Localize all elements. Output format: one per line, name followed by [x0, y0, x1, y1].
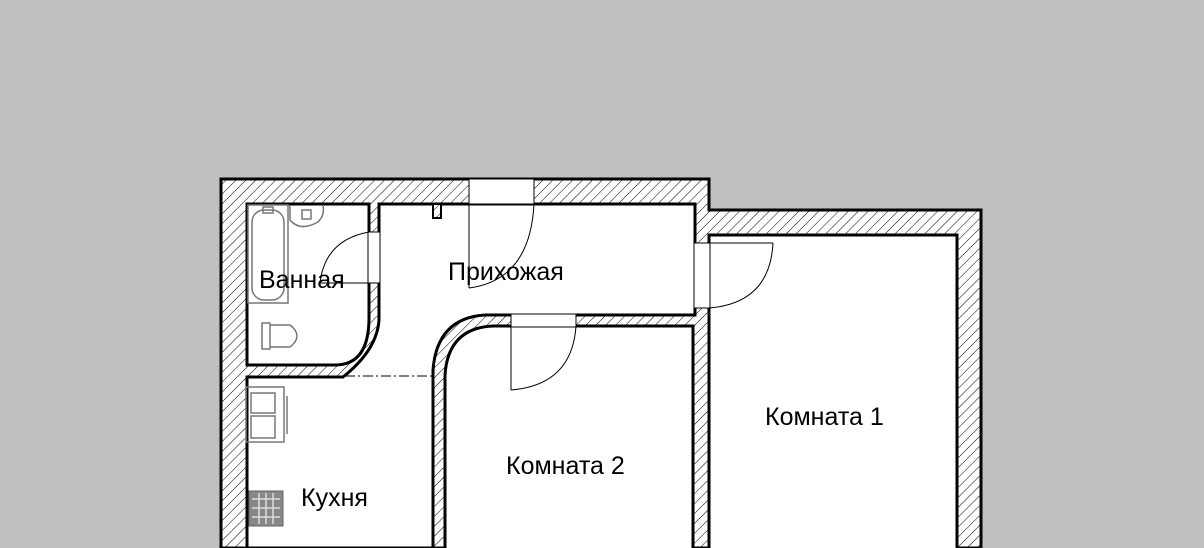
- sink-icon: [289, 204, 325, 228]
- entrance-door-opening: [468, 178, 535, 205]
- room-label-room2: Комната 2: [506, 452, 625, 480]
- room2-door-swing: [510, 325, 577, 391]
- bathtub-icon: [247, 204, 289, 304]
- room1-floor: [707, 233, 959, 548]
- stove-icon: [248, 490, 284, 527]
- room1-door-swing: [708, 242, 774, 309]
- entrance-door-swing: [468, 203, 535, 289]
- room-label-room1: Комната 1: [765, 403, 884, 431]
- room1-door-opening: [693, 242, 711, 309]
- bathroom-door-opening: [367, 231, 381, 284]
- wall-stub: [432, 203, 442, 219]
- bathroom-door-swing: [319, 231, 370, 284]
- room-label-bathroom: Ванная: [259, 266, 345, 294]
- toilet-icon: [261, 322, 298, 350]
- room-label-hallway: Прихожая: [448, 258, 564, 286]
- hallway-kitchen-floor: [245, 202, 697, 548]
- room2-door-opening: [510, 313, 577, 328]
- kitchen-sink-icon: [245, 386, 288, 443]
- room-label-kitchen: Кухня: [301, 484, 368, 512]
- room2-floor: [443, 324, 695, 548]
